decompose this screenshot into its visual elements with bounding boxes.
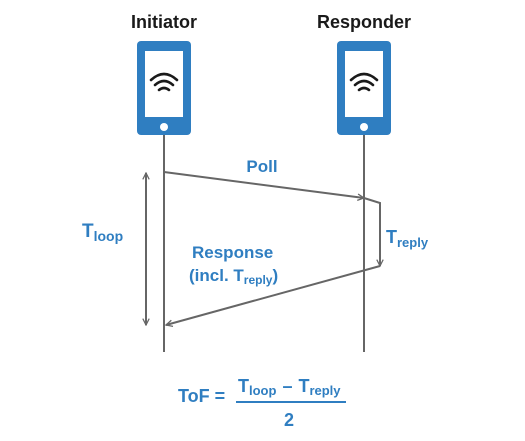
formula-denominator: 2	[284, 410, 294, 430]
formula-lhs: ToF =	[178, 386, 225, 406]
reply-delay-arrow	[363, 197, 380, 266]
response-note: (incl. Treply)	[189, 266, 278, 287]
responder-phone-icon	[337, 41, 391, 135]
responder-title: Responder	[317, 12, 411, 32]
initiator-phone-icon	[137, 41, 191, 135]
t-loop-label: Tloop	[82, 221, 123, 244]
poll-label: Poll	[246, 157, 277, 176]
initiator-title: Initiator	[131, 12, 197, 32]
formula-numerator: Tloop–Treply	[238, 376, 341, 398]
initiator-wifi-icon	[149, 72, 179, 92]
response-label: Response	[192, 243, 273, 262]
responder-wifi-icon	[349, 72, 379, 92]
poll-arrow	[163, 171, 364, 198]
tof-formula: ToF = Tloop–Treply 2	[178, 376, 346, 430]
response-arrow	[166, 265, 381, 325]
t-reply-label: Treply	[386, 227, 429, 250]
